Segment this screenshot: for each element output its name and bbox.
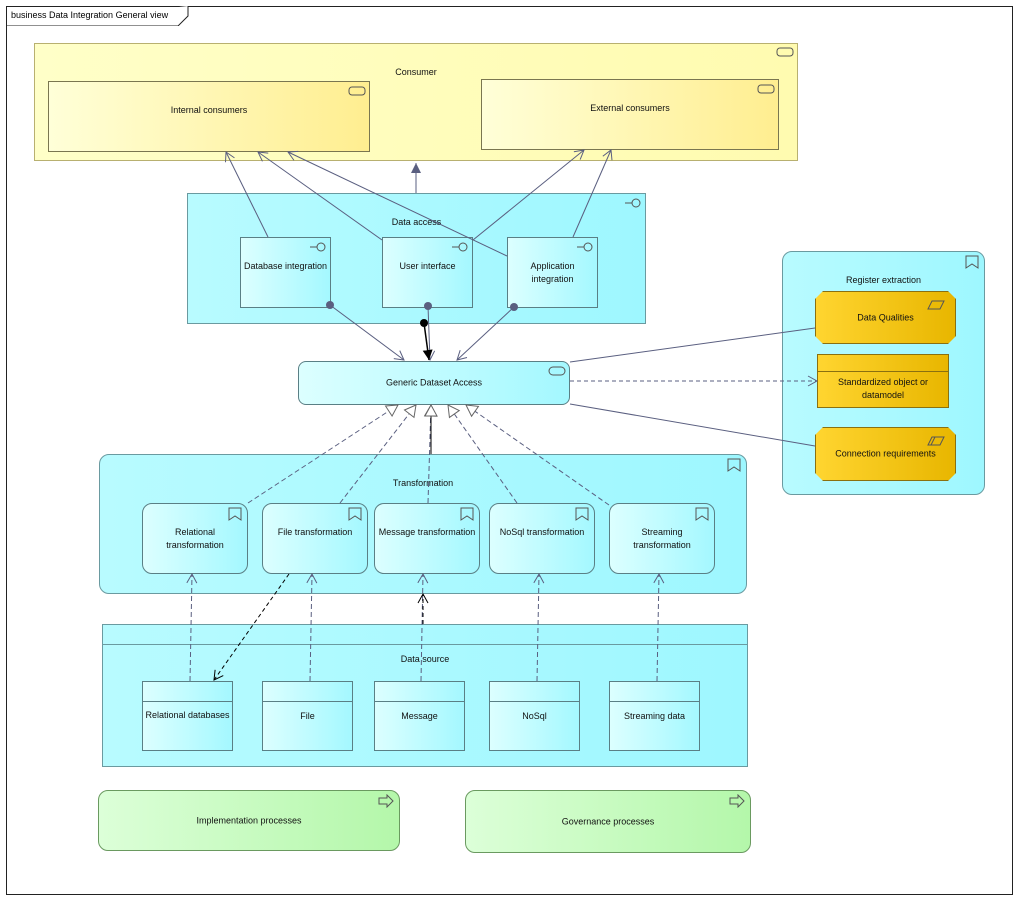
process-arrow-icon bbox=[729, 794, 745, 808]
edge-file-to-filetrans bbox=[306, 572, 318, 682]
edge-streaming-realization bbox=[465, 404, 610, 506]
nosql-transformation-label: NoSql transformation bbox=[499, 527, 585, 537]
parallelogram-icon bbox=[927, 300, 945, 310]
transformation-title: Transformation bbox=[392, 478, 454, 488]
external-consumers[interactable]: External consumers bbox=[481, 79, 779, 150]
message-transformation-label: Message transformation bbox=[378, 527, 476, 537]
external-consumers-label: External consumers bbox=[590, 103, 670, 113]
standardized-model-label: Standardized object or datamodel bbox=[837, 377, 929, 400]
user-interface[interactable]: User interface bbox=[382, 237, 473, 308]
edge-dot bbox=[326, 301, 334, 309]
bookmark-icon bbox=[348, 507, 362, 521]
bookmark-icon bbox=[727, 458, 741, 472]
internal-consumers-label: Internal consumers bbox=[170, 105, 248, 115]
edge-appint-to-generic bbox=[456, 306, 515, 361]
nosql-source[interactable]: NoSql bbox=[489, 681, 580, 751]
component-icon bbox=[348, 86, 366, 96]
component-icon bbox=[776, 47, 794, 57]
edge-appint-to-internal bbox=[287, 150, 508, 257]
implementation-processes-label: Implementation processes bbox=[196, 815, 302, 825]
user-interface-label: User interface bbox=[399, 261, 456, 271]
edge-appint-to-external bbox=[572, 149, 613, 238]
streaming-transformation-label: Streaming transformation bbox=[633, 527, 691, 550]
nosql-transformation[interactable]: NoSql transformation bbox=[489, 503, 595, 574]
database-integration-label: Database integration bbox=[243, 261, 328, 271]
data-qualities[interactable]: Data Qualities bbox=[815, 291, 956, 344]
governance-processes-label: Governance processes bbox=[561, 816, 655, 826]
connection-requirements[interactable]: Connection requirements bbox=[815, 427, 956, 481]
edge-dot bbox=[420, 319, 428, 327]
edge-relational-realization bbox=[247, 404, 399, 504]
edge-nosql-realization bbox=[447, 404, 518, 504]
governance-processes[interactable]: Governance processes bbox=[465, 790, 751, 853]
streaming-data-label: Streaming data bbox=[623, 711, 686, 721]
edge-message-to-msgtrans bbox=[417, 572, 429, 682]
edge-reldb-to-reltrans bbox=[186, 572, 198, 682]
edge-dbint-to-generic bbox=[329, 304, 405, 361]
generic-dataset-access-label: Generic Dataset Access bbox=[385, 377, 483, 388]
relational-transformation-label: Relational transformation bbox=[166, 527, 224, 550]
interface-icon bbox=[625, 198, 641, 208]
edge-ui-to-internal bbox=[257, 151, 383, 241]
file-source[interactable]: File bbox=[262, 681, 353, 751]
bookmark-icon bbox=[575, 507, 589, 521]
file-source-label: File bbox=[300, 711, 315, 721]
register-extraction-title: Register extraction bbox=[845, 275, 922, 285]
message-source[interactable]: Message bbox=[374, 681, 465, 751]
edge-ui-to-external bbox=[472, 149, 585, 241]
standardized-model[interactable]: Standardized object or datamodel bbox=[817, 354, 949, 408]
frame-title: business Data Integration General view bbox=[11, 10, 169, 20]
edge-generic-to-qualities bbox=[569, 327, 816, 363]
application-integration-label: Application integration bbox=[530, 261, 575, 284]
nosql-source-label: NoSql bbox=[522, 711, 547, 721]
file-transformation-label: File transformation bbox=[277, 527, 353, 537]
interface-icon bbox=[577, 242, 593, 252]
bookmark-icon bbox=[228, 507, 242, 521]
edge-dbint-to-internal bbox=[225, 151, 269, 238]
service-icon bbox=[548, 366, 566, 376]
bookmark-icon bbox=[460, 507, 474, 521]
bookmark-icon bbox=[965, 255, 979, 269]
generic-dataset-access[interactable]: Generic Dataset Access bbox=[298, 361, 570, 405]
edge-streaming-to-streamtrans bbox=[653, 572, 665, 682]
edge-filetrans-to-reldb bbox=[213, 573, 290, 681]
relational-databases[interactable]: Relational databases bbox=[142, 681, 233, 751]
edge-dot bbox=[510, 303, 518, 311]
application-integration[interactable]: Application integration bbox=[507, 237, 598, 308]
process-arrow-icon bbox=[378, 794, 394, 808]
data-access-title: Data access bbox=[391, 217, 442, 227]
data-source-title: Data source bbox=[400, 654, 450, 664]
edge-nosql-to-nosqltrans bbox=[533, 572, 545, 682]
data-qualities-label: Data Qualities bbox=[857, 312, 914, 322]
consumer-title: Consumer bbox=[395, 67, 437, 77]
connection-requirements-label: Connection requirements bbox=[835, 448, 936, 459]
parallelogram-icon bbox=[927, 436, 945, 446]
internal-consumers[interactable]: Internal consumers bbox=[48, 81, 370, 152]
edge-bold-to-generic bbox=[422, 322, 433, 361]
streaming-data-source[interactable]: Streaming data bbox=[609, 681, 700, 751]
diagram-frame bbox=[6, 6, 1013, 895]
interface-icon bbox=[452, 242, 468, 252]
implementation-processes[interactable]: Implementation processes bbox=[98, 790, 400, 851]
message-source-label: Message bbox=[401, 711, 438, 721]
interface-icon bbox=[310, 242, 326, 252]
edge-generic-to-connection bbox=[569, 403, 816, 447]
bookmark-icon bbox=[695, 507, 709, 521]
relational-databases-label: Relational databases bbox=[145, 710, 230, 720]
component-icon bbox=[757, 84, 775, 94]
edge-dot bbox=[424, 302, 432, 310]
database-integration[interactable]: Database integration bbox=[240, 237, 331, 308]
edge-file-realization bbox=[339, 404, 417, 504]
